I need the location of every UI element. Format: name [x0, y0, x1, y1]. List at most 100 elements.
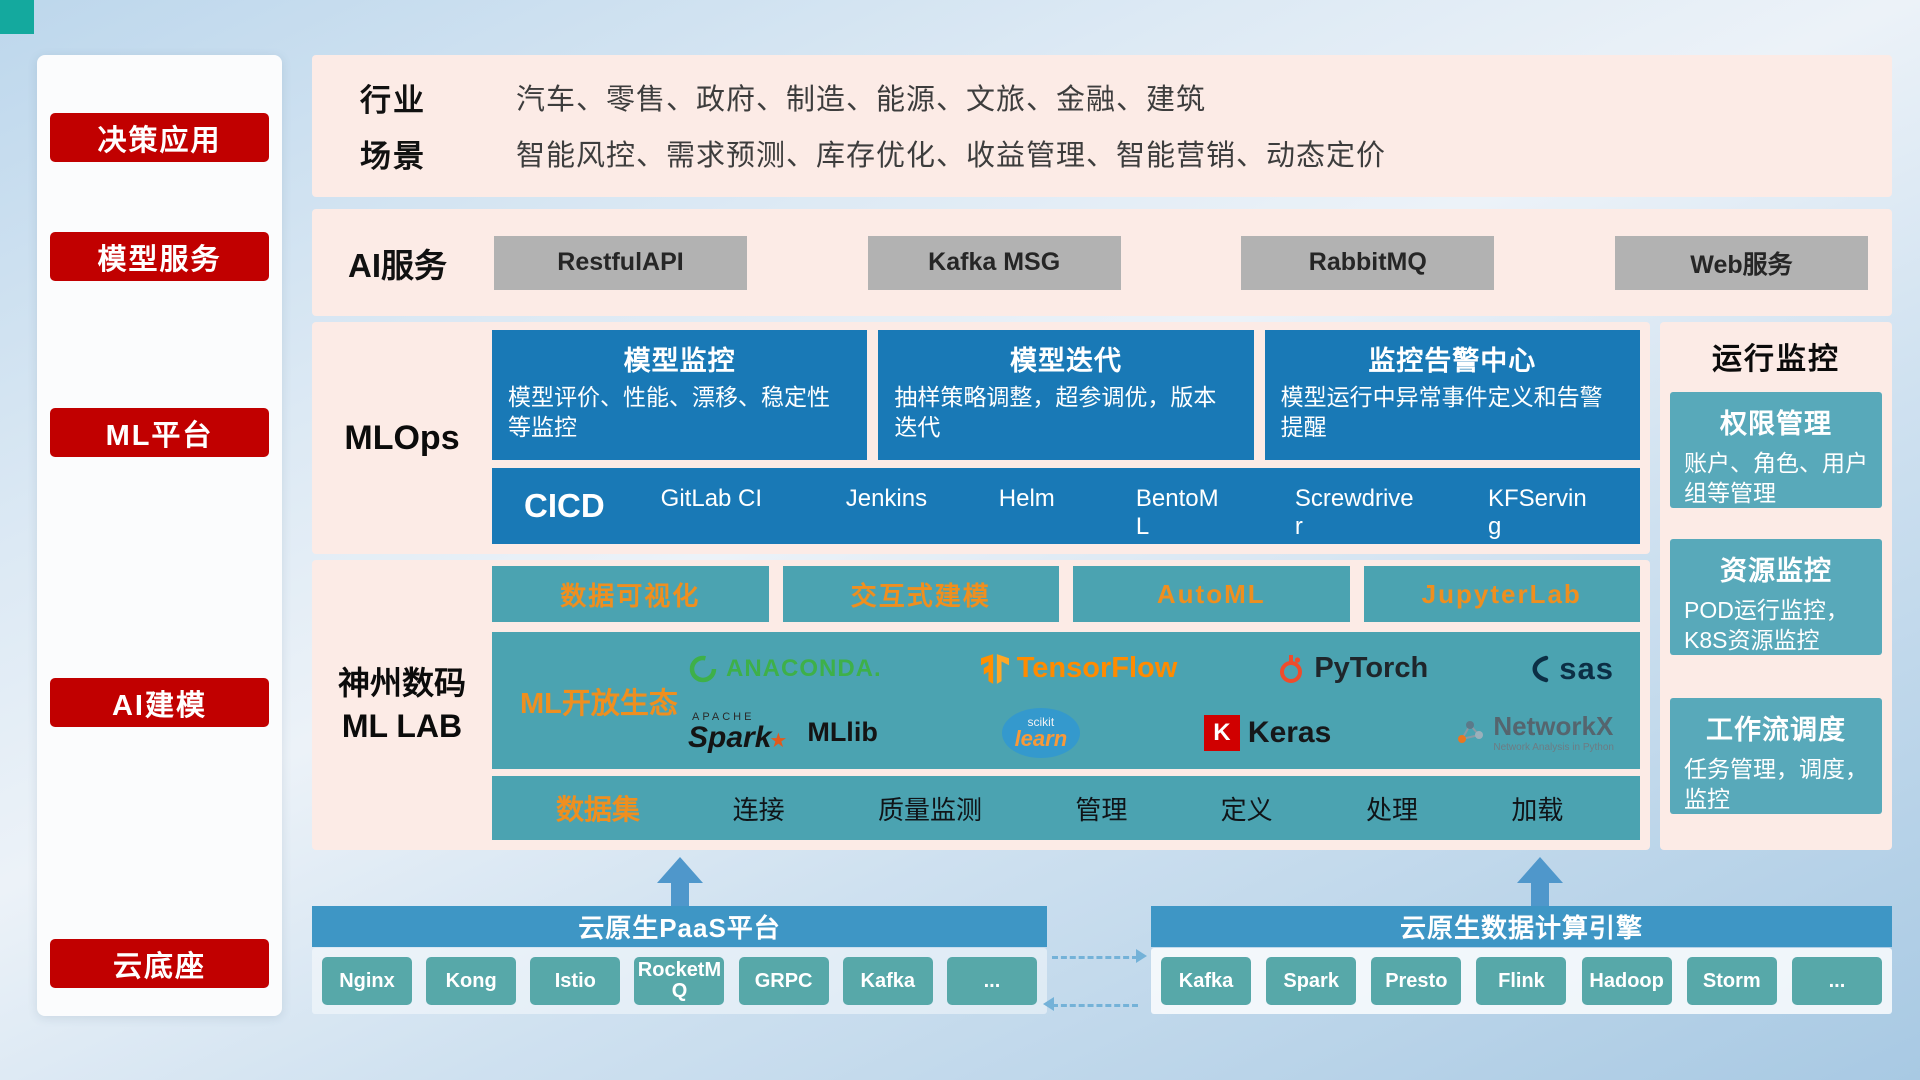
- more-engine-chip[interactable]: ...: [1791, 957, 1882, 1005]
- card-desc: POD运行监控，K8S资源监控: [1684, 597, 1849, 653]
- pytorch-icon: [1280, 654, 1303, 683]
- kong-chip[interactable]: Kong: [426, 957, 517, 1005]
- scenario-row: 场景 智能风控、需求预测、库存优化、收益管理、智能营销、动态定价: [312, 125, 1892, 181]
- data-engine-strip: Kafka Spark Presto Flink Hadoop Storm ..…: [1151, 948, 1892, 1014]
- resource-monitoring-card: 资源监控 POD运行监控，K8S资源监控: [1670, 539, 1882, 655]
- dashed-arrow-right: [1052, 949, 1147, 963]
- dataset-item-connect: 连接: [732, 794, 785, 825]
- cicd-item-gitlab-ci: GitLab CI: [660, 485, 763, 512]
- sidebar-item-ml-platform: ML平台: [50, 408, 269, 457]
- spark-chip[interactable]: Spark: [1266, 957, 1357, 1005]
- card-desc: 模型评价、性能、漂移、稳定性等监控: [508, 384, 830, 440]
- cicd-label: CICD: [524, 487, 605, 524]
- sidebar-item-cloud-base: 云底座: [50, 939, 269, 988]
- paas-services-strip: Nginx Kong Istio RocketMQ GRPC Kafka ...: [312, 948, 1047, 1014]
- scenario-label: 场景: [360, 138, 426, 174]
- scikit-text: scikit: [1027, 714, 1055, 729]
- ml-lab-label: 神州数码 ML LAB: [312, 560, 492, 850]
- arrow-stem: [671, 883, 689, 906]
- card-desc: 抽样策略调整，超参调优，版本迭代: [894, 384, 1217, 440]
- mllib-wordmark: MLlib: [807, 717, 878, 747]
- dashed-line: [1052, 956, 1138, 959]
- ml-lab-label-line1: 神州数码: [337, 664, 466, 701]
- presto-chip[interactable]: Presto: [1371, 957, 1462, 1005]
- data-engine-bar: 云原生数据计算引擎: [1151, 906, 1892, 947]
- arrow-head: [657, 857, 703, 883]
- card-title: 模型监控: [623, 346, 736, 376]
- more-chip[interactable]: ...: [946, 957, 1037, 1005]
- mlops-panel: MLOps 模型监控 模型评价、性能、漂移、稳定性等监控 模型迭代 抽样策略调整…: [312, 322, 1650, 554]
- cicd-item-screwdriver: Screwdriver: [1294, 485, 1414, 540]
- web-service-button[interactable]: Web服务: [1614, 235, 1868, 290]
- nginx-chip[interactable]: Nginx: [322, 957, 412, 1005]
- istio-chip[interactable]: Istio: [530, 957, 621, 1005]
- spark-star-icon: ★: [769, 730, 788, 752]
- flink-chip[interactable]: Flink: [1476, 957, 1567, 1005]
- corner-accent: [0, 0, 34, 34]
- interactive-modeling-button[interactable]: 交互式建模: [782, 566, 1059, 622]
- pytorch-wordmark: PyTorch: [1314, 652, 1429, 684]
- grpc-chip[interactable]: GRPC: [738, 957, 829, 1005]
- arrow-stem: [1531, 883, 1549, 906]
- industry-row: 行业 汽车、零售、政府、制造、能源、文旅、金融、建筑: [312, 69, 1892, 125]
- model-monitoring-card: 模型监控 模型评价、性能、漂移、稳定性等监控: [492, 330, 868, 460]
- keras-wordmark: Keras: [1247, 715, 1332, 749]
- permission-management-card: 权限管理 账户、角色、用户组等管理: [1670, 392, 1882, 508]
- card-title: 资源监控: [1720, 556, 1832, 586]
- card-title: 监控告警中心: [1368, 346, 1537, 376]
- mlops-cards: 模型监控 模型评价、性能、漂移、稳定性等监控 模型迭代 抽样策略调整，超参调优，…: [492, 330, 1640, 460]
- ml-lab-tools: 数据可视化 交互式建模 AutoML JupyterLab: [492, 566, 1640, 622]
- data-visualization-button[interactable]: 数据可视化: [492, 566, 769, 622]
- rocketmq-chip[interactable]: RocketMQ: [634, 957, 725, 1005]
- arrow-head-right: [1136, 949, 1147, 963]
- rabbitmq-button[interactable]: RabbitMQ: [1241, 235, 1495, 290]
- mlops-label: MLOps: [344, 418, 460, 457]
- dashed-arrow-left: [1043, 997, 1138, 1011]
- ml-lab-panel: 神州数码 ML LAB 数据可视化 交互式建模 AutoML JupyterLa…: [312, 560, 1650, 850]
- sas-wordmark: sas: [1559, 650, 1614, 686]
- arrow-head: [1517, 857, 1563, 883]
- model-iteration-card: 模型迭代 抽样策略调整，超参调优，版本迭代: [878, 330, 1254, 460]
- card-desc: 模型运行中异常事件定义和告警提醒: [1280, 384, 1603, 440]
- learn-text: learn: [1014, 725, 1068, 751]
- cicd-item-kfserving: KFServing: [1487, 485, 1587, 540]
- industry-label: 行业: [360, 82, 426, 118]
- jupyterlab-button[interactable]: JupyterLab: [1363, 566, 1640, 622]
- automl-button[interactable]: AutoML: [1073, 566, 1350, 622]
- cicd-item-bentoml: BentoML: [1135, 485, 1219, 540]
- dataset-item-quality: 质量监测: [878, 794, 983, 825]
- tensorflow-icon: [980, 653, 1009, 684]
- ml-lab-label-line2: ML LAB: [341, 708, 463, 744]
- sas-icon: [1532, 655, 1549, 682]
- sas-logo: sas: [1527, 651, 1614, 687]
- dataset-item-process: 处理: [1365, 794, 1418, 825]
- networkx-logo: NetworkX Network Analysis in Python: [1455, 711, 1614, 753]
- kafka-msg-button[interactable]: Kafka MSG: [867, 235, 1121, 290]
- card-desc: 任务管理，调度，监控: [1684, 756, 1868, 812]
- ml-ecosystem-logos: ANACONDA. TensorFlow: [688, 639, 1640, 763]
- ai-service-label: AI服务: [348, 246, 447, 284]
- dashed-line: [1052, 1004, 1138, 1007]
- cicd-items: GitLab CI Jenkins Helm BentoML Screwdriv…: [661, 485, 1596, 540]
- kafka-engine-chip[interactable]: Kafka: [1161, 957, 1251, 1005]
- industry-list: 汽车、零售、政府、制造、能源、文旅、金融、建筑: [516, 84, 1207, 116]
- scikit-learn-logo: scikit learn: [1001, 707, 1080, 758]
- dataset-item-manage: 管理: [1075, 794, 1128, 825]
- pytorch-logo: PyTorch: [1276, 652, 1428, 685]
- logo-row-2: APACHE Spark ★ MLlib scikit learn: [688, 703, 1614, 763]
- anaconda-wordmark: ANACONDA.: [726, 654, 882, 682]
- card-desc: 账户、角色、用户组等管理: [1684, 450, 1868, 506]
- alert-center-card: 监控告警中心 模型运行中异常事件定义和告警提醒: [1264, 330, 1640, 460]
- storm-chip[interactable]: Storm: [1686, 957, 1777, 1005]
- dataset-label: 数据集: [556, 794, 641, 825]
- kafka-chip[interactable]: Kafka: [842, 957, 933, 1005]
- hadoop-chip[interactable]: Hadoop: [1581, 957, 1672, 1005]
- paas-platform-bar: 云原生PaaS平台: [312, 906, 1047, 947]
- restful-api-button[interactable]: RestfulAPI: [494, 235, 747, 290]
- anaconda-icon: [689, 655, 717, 682]
- run-monitoring-title: 运行监控: [1712, 343, 1840, 376]
- keras-logo: K Keras: [1203, 714, 1332, 751]
- scikit-learn-icon: scikit learn: [1001, 707, 1080, 758]
- sidebar-item-decision-apps: 决策应用: [50, 113, 269, 162]
- workflow-scheduling-card: 工作流调度 任务管理，调度，监控: [1670, 698, 1882, 814]
